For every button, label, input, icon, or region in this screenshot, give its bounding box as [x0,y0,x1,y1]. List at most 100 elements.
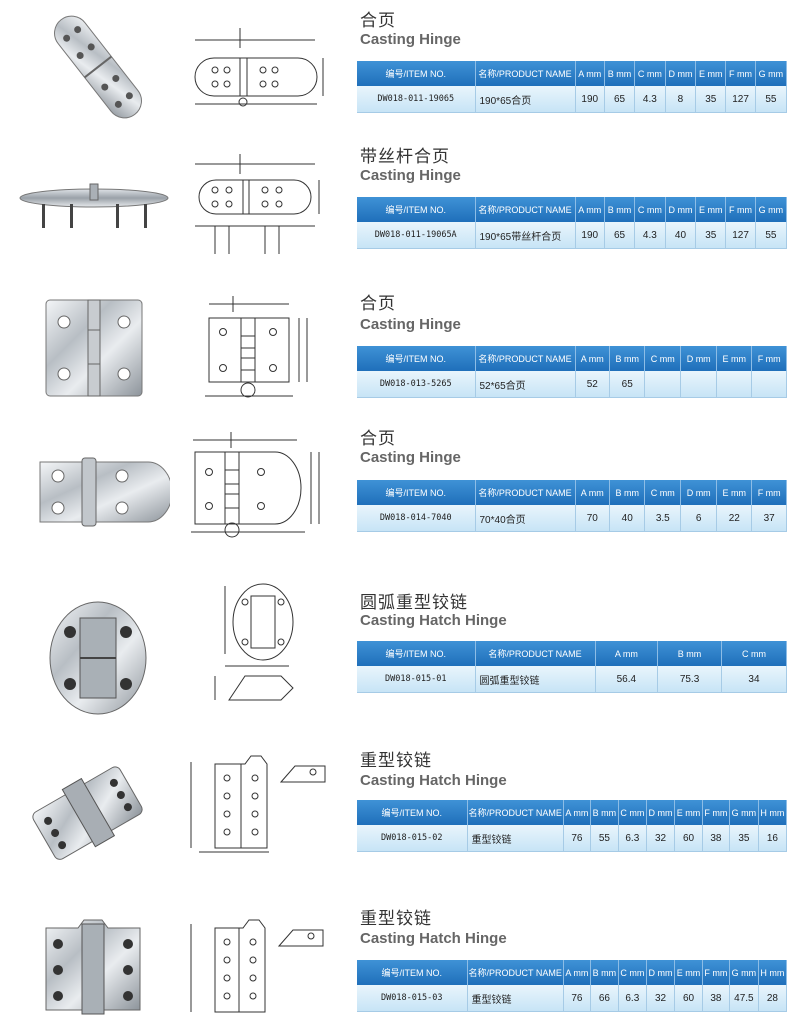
cell-f [751,371,787,398]
cell-d: 6 [680,505,718,532]
cell-item-no: DW018-015-01 [357,666,476,693]
header-product-name: 名称/PRODUCT NAME [475,346,576,371]
product-section: 重型铰链 Casting Hatch Hinge 编号/ITEM NO. 名称/… [0,898,800,1024]
cell-product-name: 70*40合页 [475,505,576,532]
product-section: 合页 Casting Hinge 编号/ITEM NO. 名称/PRODUCT … [0,420,800,550]
product-title-en: Casting Hatch Hinge [360,930,507,947]
header-h: H mm [758,960,788,985]
product-section: 圆弧重型铰链 Casting Hatch Hinge 编号/ITEM NO. 名… [0,578,800,718]
header-product-name: 名称/PRODUCT NAME [475,480,576,505]
cell-e: 35 [695,222,727,249]
header-item-no: 编号/ITEM NO. [357,480,476,505]
spec-table: 编号/ITEM NO. 名称/PRODUCT NAME A mm B mm C … [357,960,788,1012]
table-row: DW018-011-19065 190*65合页 190 65 4.3 8 35… [357,86,788,113]
cell-product-name: 重型铰链 [467,825,564,852]
product-photo [18,294,170,402]
header-c: C mm [634,197,666,222]
cell-c: 3.5 [644,505,682,532]
cell-b: 65 [604,222,636,249]
spec-table: 编号/ITEM NO. 名称/PRODUCT NAME A mm B mm C … [357,480,787,532]
header-b: B mm [590,800,619,825]
product-title-cn: 合页 [360,11,396,31]
spec-header-row: 编号/ITEM NO. 名称/PRODUCT NAME A mm B mm C … [357,480,787,505]
header-g: G mm [755,61,788,86]
product-title-cn: 重型铰链 [360,751,432,771]
cell-item-no: DW018-013-5265 [357,371,476,398]
cell-b: 65 [604,86,636,113]
header-item-no: 编号/ITEM NO. [357,641,476,666]
cell-b: 55 [590,825,619,852]
cell-d [680,371,718,398]
spec-header-row: 编号/ITEM NO. 名称/PRODUCT NAME A mm B mm C … [357,960,788,985]
header-product-name: 名称/PRODUCT NAME [475,61,576,86]
cell-b: 40 [609,505,646,532]
cell-a: 52 [575,371,611,398]
technical-drawing [185,582,335,708]
header-b: B mm [590,960,619,985]
spec-table: 编号/ITEM NO. 名称/PRODUCT NAME A mm B mm C … [357,61,788,113]
header-g: G mm [755,197,788,222]
cell-f: 37 [751,505,787,532]
spec-header-row: 编号/ITEM NO. 名称/PRODUCT NAME A mm B mm C … [357,197,788,222]
header-d: D mm [665,61,697,86]
header-product-name: 名称/PRODUCT NAME [467,800,564,825]
product-title-en: Casting Hinge [360,449,461,466]
spec-header-row: 编号/ITEM NO. 名称/PRODUCT NAME A mm B mm C … [357,800,788,825]
spec-table: 编号/ITEM NO. 名称/PRODUCT NAME A mm B mm C … [357,800,788,852]
spec-table: 编号/ITEM NO. 名称/PRODUCT NAME A mm B mm C … [357,197,788,249]
header-b: B mm [657,641,722,666]
technical-drawing [185,18,335,118]
product-photo [18,598,170,716]
cell-a: 190 [575,86,605,113]
header-c: C mm [634,61,666,86]
cell-c: 6.3 [618,985,647,1012]
cell-item-no: DW018-011-19065 [357,86,476,113]
cell-f: 127 [725,222,756,249]
header-e: E mm [695,61,727,86]
cell-f: 127 [725,86,756,113]
cell-item-no: DW018-011-19065A [357,222,476,249]
cell-a: 76 [563,985,592,1012]
cell-e: 22 [716,505,753,532]
header-item-no: 编号/ITEM NO. [357,346,476,371]
cell-a: 76 [563,825,592,852]
cell-b: 75.3 [657,666,722,693]
spec-header-row: 编号/ITEM NO. 名称/PRODUCT NAME A mm B mm C … [357,61,788,86]
header-a: A mm [575,61,605,86]
header-e: E mm [674,800,703,825]
header-item-no: 编号/ITEM NO. [357,61,476,86]
spec-table: 编号/ITEM NO. 名称/PRODUCT NAME A mm B mm C … [357,346,787,398]
cell-e: 60 [674,985,703,1012]
product-section: 重型铰链 Casting Hatch Hinge 编号/ITEM NO. 名称/… [0,738,800,868]
cell-c: 4.3 [634,222,666,249]
header-a: A mm [595,641,659,666]
header-e: E mm [716,346,753,371]
product-photo [18,456,170,530]
cell-a: 70 [575,505,611,532]
product-title-en: Casting Hinge [360,31,461,48]
header-b: B mm [604,197,636,222]
header-item-no: 编号/ITEM NO. [357,800,468,825]
header-c: C mm [721,641,788,666]
spec-header-row: 编号/ITEM NO. 名称/PRODUCT NAME A mm B mm C … [357,346,787,371]
cell-g: 55 [755,222,788,249]
header-c: C mm [618,800,647,825]
cell-c: 34 [721,666,788,693]
header-product-name: 名称/PRODUCT NAME [467,960,564,985]
header-f: F mm [751,346,787,371]
header-d: D mm [665,197,697,222]
header-a: A mm [575,346,611,371]
product-photo [18,172,170,242]
product-title-en: Casting Hatch Hinge [360,612,507,629]
header-product-name: 名称/PRODUCT NAME [475,197,576,222]
cell-e: 60 [674,825,703,852]
header-a: A mm [575,480,611,505]
cell-product-name: 190*65合页 [475,86,576,113]
cell-a: 56.4 [595,666,659,693]
cell-h: 16 [758,825,788,852]
cell-product-name: 52*65合页 [475,371,576,398]
cell-c: 6.3 [618,825,647,852]
product-section: 合页 Casting Hinge 编号/ITEM NO. 名称/PRODUCT … [0,286,800,416]
header-d: D mm [680,346,718,371]
cell-item-no: DW018-015-02 [357,825,468,852]
